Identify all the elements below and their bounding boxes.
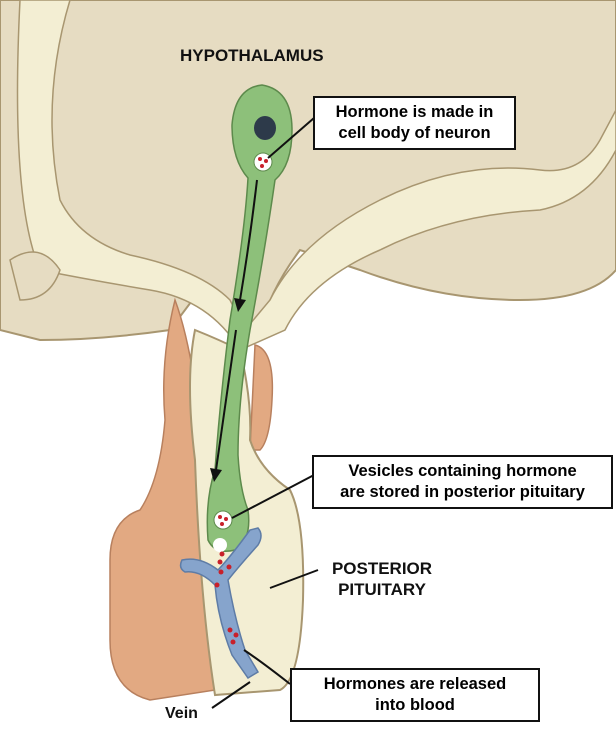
vein xyxy=(179,527,262,680)
leader-line xyxy=(211,681,251,709)
hypothalamus-label: HYPOTHALAMUS xyxy=(180,46,324,65)
arrowhead xyxy=(234,298,246,312)
callout-vesicles: Vesicles containing hormone are stored i… xyxy=(312,455,613,509)
callout-line: cell body of neuron xyxy=(338,124,491,142)
vesicle-releasing xyxy=(213,538,227,552)
callout-line: Hormone is made in xyxy=(335,103,494,121)
callout-release: Hormones are released into blood xyxy=(290,668,540,722)
callout-line: into blood xyxy=(375,696,455,714)
vein-label: Vein xyxy=(165,705,198,722)
vesicle-terminal xyxy=(213,510,233,530)
callout-line: Hormones are released xyxy=(323,675,507,693)
leader-line xyxy=(231,474,315,519)
vesicle-cell-body xyxy=(253,152,273,172)
leader-line xyxy=(269,569,319,589)
tissue-fold xyxy=(9,251,61,301)
arrowhead xyxy=(210,468,222,482)
posterior-pituitary-label: POSTERIOR PITUITARY xyxy=(318,558,446,600)
leader-line xyxy=(243,649,291,685)
label-line: POSTERIOR xyxy=(331,559,433,578)
flow-arrow xyxy=(239,179,258,301)
leader-line xyxy=(267,117,315,159)
nucleus xyxy=(254,116,276,140)
flow-arrow xyxy=(215,329,237,471)
anterior-lobe-right xyxy=(249,344,274,451)
callout-line: are stored in posterior pituitary xyxy=(340,483,585,501)
callout-line: Vesicles containing hormone xyxy=(348,462,577,480)
hormone-dots xyxy=(214,551,239,645)
cream-band xyxy=(16,0,616,351)
callout-cell-body: Hormone is made in cell body of neuron xyxy=(313,96,516,150)
hypothalamus-tissue xyxy=(0,0,616,342)
label-line: PITUITARY xyxy=(338,580,426,599)
